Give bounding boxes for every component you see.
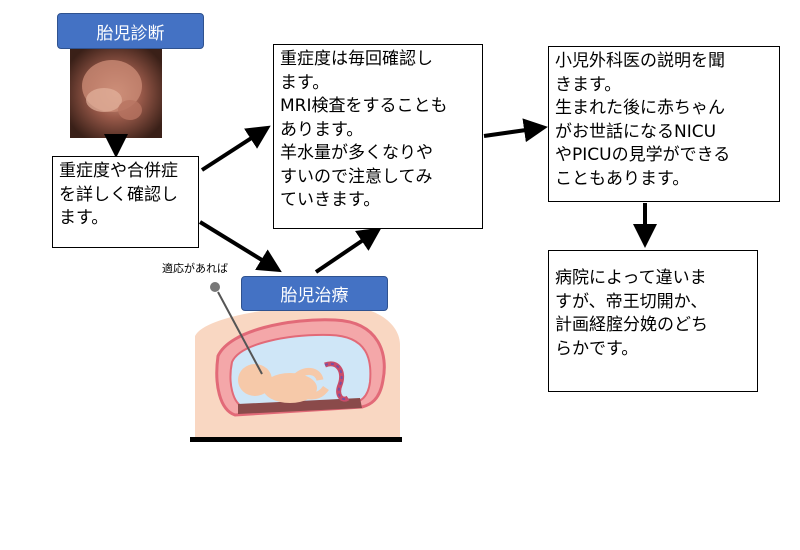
severity-check-box: 重症度は毎回確認し ます。 MRI検査をすることも あります。 羊水量が多くなり… (273, 44, 483, 229)
indication-label: 適応があれば (162, 262, 228, 275)
fetal-treatment-label: 胎児治療 (241, 276, 388, 311)
arrow-evaluate-to-severity (200, 125, 271, 172)
pediatric-surgeon-box: 小児外科医の説明を聞 きます。 生まれた後に赤ちゃん がお世話になるNICU や… (548, 46, 780, 202)
fetal-diagnosis-label: 胎児診断 (57, 13, 204, 49)
arrow-severity-to-surgeon (483, 118, 548, 143)
delivery-method-box: 病院によって違いま すが、帝王切開か、 計画経腟分娩のどち らかです。 (548, 250, 758, 392)
arrow-treatment-to-severity (314, 227, 382, 274)
detailed-evaluation-box: 重症度や合併症 を詳しく確認し ます。 (52, 156, 199, 248)
arrow-evaluate-to-treatment (198, 220, 282, 273)
